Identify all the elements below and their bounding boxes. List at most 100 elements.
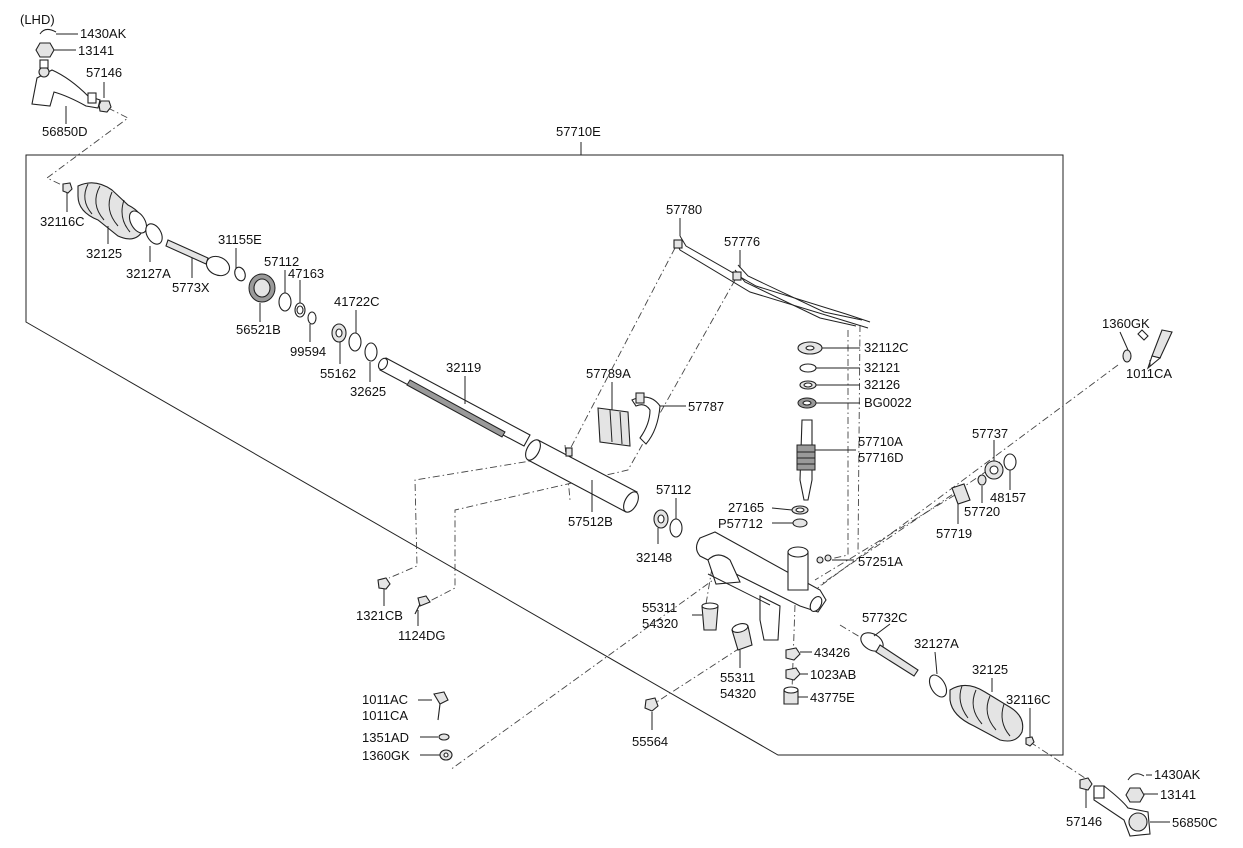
label-BG0022: BG0022 (864, 395, 912, 410)
nut-1321CB (377, 577, 391, 590)
castle-nut-13141-top (35, 42, 55, 58)
nut-57146-bottom (1079, 777, 1093, 791)
label-56850D: 56850D (42, 124, 88, 139)
label-43426: 43426 (814, 645, 850, 660)
label-13141-top: 13141 (78, 43, 114, 58)
boot-32125-left (77, 182, 148, 240)
label-32119: 32119 (446, 360, 481, 375)
label-57787: 57787 (688, 399, 724, 414)
washer-32112C (797, 341, 823, 355)
bushing-57719 (951, 483, 971, 505)
nut-32116C-right (1025, 736, 1035, 747)
ring-57112-left (278, 292, 292, 312)
ring-31155E (234, 266, 246, 282)
label-99594: 99594 (290, 344, 326, 359)
label-56850C: 56850C (1172, 815, 1218, 830)
label-57112-left: 57112 (264, 254, 299, 269)
label-1011CA-right: 1011CA (1126, 366, 1172, 381)
feed-pipes-57780-57776 (673, 235, 871, 329)
rack-support-56521B (248, 273, 276, 303)
bolt-1011CA-right (1137, 329, 1173, 370)
label-1011AC: 1011AC (362, 692, 408, 707)
label-32116C-right: 32116C (1006, 692, 1051, 707)
label-1430AK-bottom: 1430AK (1154, 767, 1201, 782)
gear-housing-main (695, 531, 827, 641)
label-57716D: 57716D (858, 450, 904, 465)
bearing-BG0022 (797, 397, 817, 409)
nut-55564 (644, 697, 659, 712)
inner-tie-rod-5773X (165, 239, 231, 277)
label-1124DG: 1124DG (398, 628, 445, 643)
clamp-57789A (597, 407, 631, 447)
label-1360GK-bottom: 1360GK (362, 748, 410, 763)
ring-41722C (348, 332, 362, 352)
cotter-pin-1430AK-bottom (1127, 773, 1145, 781)
nut-32116C-left (62, 182, 73, 194)
label-55564: 55564 (632, 734, 668, 749)
label-32127A-left: 32127A (126, 266, 171, 281)
ring-32625 (364, 342, 378, 362)
label-55311-b: 55311 (720, 670, 755, 685)
cotter-pin-1430AK-top (39, 28, 57, 35)
part-shapes (31, 28, 1173, 837)
label-57720: 57720 (964, 504, 1000, 519)
label-31155E: 31155E (218, 232, 262, 247)
label-54320-a: 54320 (642, 616, 678, 631)
label-5773X: 5773X (172, 280, 210, 295)
seal-P57712 (792, 518, 808, 528)
label-57719: 57719 (936, 526, 972, 541)
label-56521B: 56521B (236, 322, 281, 337)
nut-57146-top (98, 100, 112, 113)
label-32125-right: 32125 (972, 662, 1008, 677)
label-1023AB: 1023AB (810, 667, 856, 682)
bolt-1124DG (414, 595, 431, 615)
label-57737: 57737 (972, 426, 1008, 441)
boot-32125-right (949, 684, 1024, 742)
ring-32121 (799, 363, 817, 373)
label-1360GK-right: 1360GK (1102, 316, 1150, 331)
label-lhd: (LHD) (20, 12, 55, 27)
ring-47163 (294, 302, 306, 318)
label-27165: 27165 (728, 500, 764, 515)
label-32125-left: 32125 (86, 246, 122, 261)
label-1430AK-top: 1430AK (80, 26, 127, 41)
label-55311-a: 55311 (642, 600, 677, 615)
label-54320-b: 54320 (720, 686, 756, 701)
label-57710E: 57710E (556, 124, 601, 139)
ring-57720 (977, 474, 987, 486)
castle-nut-13141-bottom (1125, 787, 1145, 803)
pinion-57710A (796, 419, 816, 501)
ring-48157 (1003, 453, 1017, 471)
clamp-32127A-left (145, 223, 163, 245)
housing-tube-57512B (525, 439, 639, 513)
tie-rod-end-56850D (31, 59, 101, 109)
bushing-57737 (984, 460, 1004, 480)
label-32126: 32126 (864, 377, 900, 392)
inner-tie-rod-57732C (860, 632, 919, 677)
nut-43426 (785, 647, 801, 661)
dashed-leaders (46, 107, 1119, 779)
label-32625: 32625 (350, 384, 386, 399)
label-43775E: 43775E (810, 690, 855, 705)
label-32148: 32148 (636, 550, 672, 565)
bushing-55311-54320-b (731, 623, 753, 651)
clamp-32127A-right (928, 674, 948, 698)
washer-1351AD (438, 733, 450, 741)
label-57251A: 57251A (858, 554, 903, 569)
label-57512B: 57512B (568, 514, 613, 529)
ring-32126 (799, 380, 817, 390)
label-13141-bottom: 13141 (1160, 787, 1196, 802)
ring-27165 (791, 505, 809, 515)
solid-leaders (54, 33, 1170, 823)
label-1351AD: 1351AD (362, 730, 409, 745)
label-P57712: P57712 (718, 516, 763, 531)
label-47163: 47163 (288, 266, 324, 281)
label-55162: 55162 (320, 366, 356, 381)
seal-32148 (653, 509, 669, 529)
part-labels: (LHD) 1430AK 13141 57146 56850D 57710E 3… (20, 12, 1218, 830)
seal-55162 (331, 323, 347, 343)
label-57146-bottom: 57146 (1066, 814, 1102, 829)
assembly-outline (25, 142, 1064, 756)
label-32121: 32121 (864, 360, 900, 375)
label-41722C: 41722C (334, 294, 380, 309)
